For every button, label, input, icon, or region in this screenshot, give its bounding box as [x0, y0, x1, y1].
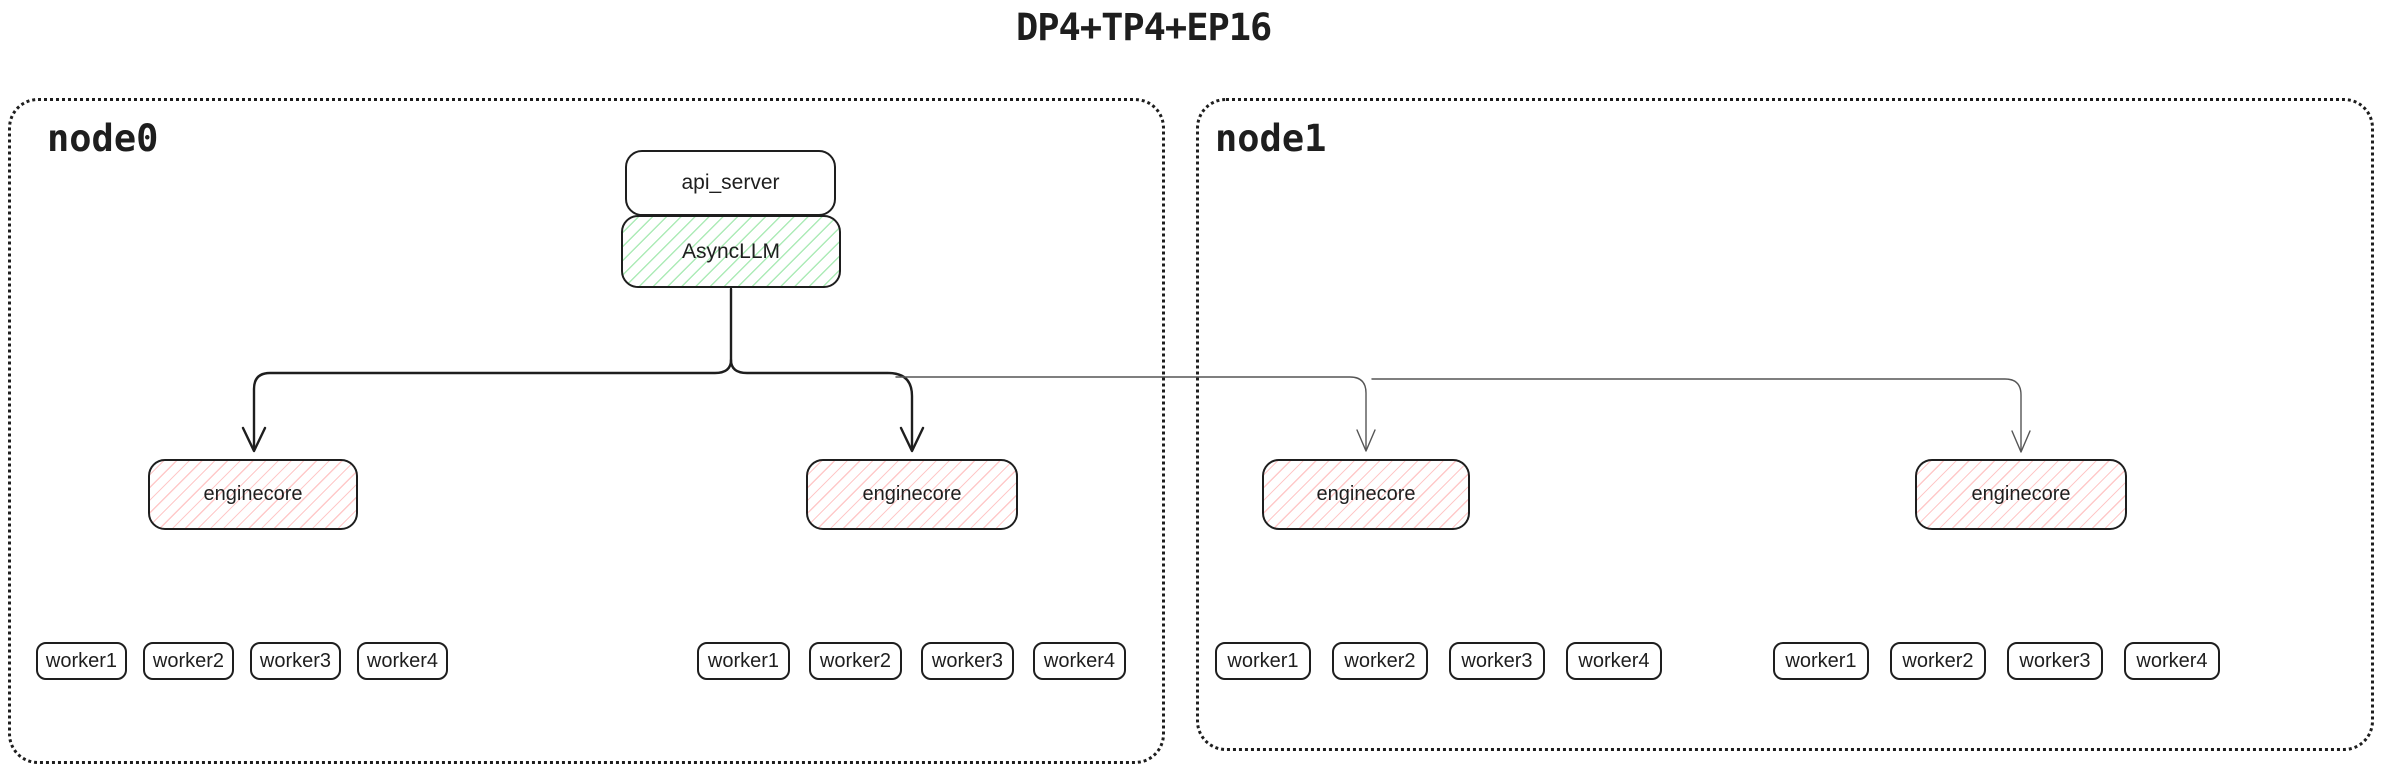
enginecore-box: enginecore — [1915, 459, 2127, 530]
worker-box: worker1 — [1773, 642, 1869, 680]
worker-group: worker1 worker2 worker3 worker4 — [697, 642, 1126, 680]
worker-box: worker4 — [1566, 642, 1662, 680]
api-server-box: api_server — [625, 150, 836, 216]
worker-box: worker2 — [143, 642, 234, 680]
enginecore-box: enginecore — [1262, 459, 1470, 530]
enginecore-box: enginecore — [148, 459, 358, 530]
worker-group: worker1 worker2 worker3 worker4 — [36, 642, 448, 680]
worker-box: worker2 — [809, 642, 902, 680]
asyncllm-box: AsyncLLM — [621, 215, 841, 288]
worker-box: worker2 — [1332, 642, 1428, 680]
worker-box: worker2 — [1890, 642, 1986, 680]
worker-box: worker3 — [2007, 642, 2103, 680]
diagram-title: DP4+TP4+EP16 — [1016, 6, 1272, 49]
worker-box: worker3 — [250, 642, 341, 680]
worker-group: worker1 worker2 worker3 worker4 — [1773, 642, 2220, 680]
worker-box: worker1 — [697, 642, 790, 680]
node0-label: node0 — [47, 117, 159, 160]
worker-box: worker1 — [36, 642, 127, 680]
worker-box: worker4 — [357, 642, 448, 680]
node1-label: node1 — [1215, 117, 1327, 160]
worker-box: worker3 — [921, 642, 1014, 680]
worker-box: worker3 — [1449, 642, 1545, 680]
worker-box: worker1 — [1215, 642, 1311, 680]
worker-box: worker4 — [1033, 642, 1126, 680]
worker-group: worker1 worker2 worker3 worker4 — [1215, 642, 1662, 680]
enginecore-box: enginecore — [806, 459, 1018, 530]
worker-box: worker4 — [2124, 642, 2220, 680]
